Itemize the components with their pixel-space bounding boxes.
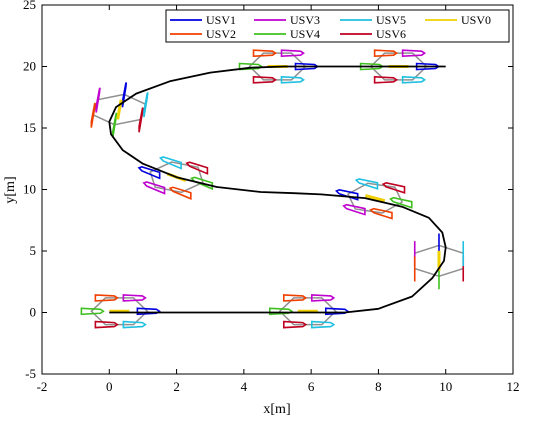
usv-marker bbox=[95, 87, 101, 113]
legend-label: USV3 bbox=[290, 13, 320, 27]
formation-hexagon bbox=[347, 182, 404, 214]
y-tick-label: 25 bbox=[23, 0, 36, 12]
usv-marker bbox=[310, 294, 336, 302]
usv-marker bbox=[121, 82, 128, 108]
legend-label: USV5 bbox=[376, 13, 406, 27]
usv0-marker bbox=[116, 99, 123, 120]
x-tick-label: 12 bbox=[507, 379, 520, 394]
y-axis-label: y[m] bbox=[3, 176, 18, 203]
usv-marker bbox=[373, 75, 399, 84]
usv-marker bbox=[401, 49, 427, 58]
usv-marker bbox=[415, 62, 441, 71]
usv-marker bbox=[122, 320, 147, 329]
formation-hexagon bbox=[278, 297, 337, 326]
usv-marker bbox=[342, 203, 366, 216]
usv-marker bbox=[143, 92, 149, 118]
usv-marker bbox=[369, 207, 393, 220]
usv-marker bbox=[94, 320, 119, 329]
usv-marker bbox=[252, 75, 277, 84]
usv-marker bbox=[252, 49, 277, 58]
legend-label: USV2 bbox=[206, 27, 236, 41]
formation-snapshot bbox=[90, 82, 149, 138]
x-tick-label: 0 bbox=[106, 379, 113, 394]
y-tick-label: 5 bbox=[30, 243, 37, 258]
x-tick-label: 4 bbox=[241, 379, 248, 394]
usv-marker bbox=[280, 75, 305, 84]
usv-marker bbox=[401, 75, 427, 84]
x-tick-label: 8 bbox=[375, 379, 382, 394]
usv-marker bbox=[282, 320, 308, 329]
usv-marker bbox=[294, 62, 319, 71]
usv0-marker bbox=[365, 194, 386, 203]
x-axis-ticks: -2 0 2 4 6 8 10 12 bbox=[37, 5, 520, 394]
plot-area bbox=[41, 4, 514, 375]
formation-hexagon bbox=[248, 52, 307, 81]
usv-marker bbox=[381, 182, 406, 194]
usv-marker bbox=[190, 176, 214, 191]
formation-hexagon bbox=[90, 297, 149, 326]
usv-marker bbox=[138, 107, 144, 133]
usv-marker bbox=[94, 294, 119, 302]
usv-marker bbox=[310, 320, 336, 329]
legend-label: USV6 bbox=[376, 27, 406, 41]
usv-marker bbox=[137, 166, 161, 180]
usv-marker bbox=[280, 49, 305, 58]
usv-marker bbox=[282, 294, 308, 302]
usv-marker bbox=[159, 156, 182, 170]
y-tick-label: 10 bbox=[23, 182, 36, 197]
legend-label: USV1 bbox=[206, 13, 236, 27]
formation-snapshot bbox=[334, 178, 413, 220]
usv-marker bbox=[122, 294, 147, 302]
usv-marker bbox=[168, 186, 192, 200]
usv-marker bbox=[80, 307, 105, 316]
usv-marker bbox=[90, 102, 96, 128]
x-tick-label: 2 bbox=[173, 379, 180, 394]
usv-marker bbox=[389, 196, 413, 209]
usv-marker bbox=[185, 161, 209, 175]
usv-marker bbox=[354, 178, 379, 190]
usv-marker bbox=[359, 62, 385, 71]
legend-box bbox=[165, 9, 510, 43]
trajectory-group bbox=[108, 65, 447, 314]
legend-label: USV4 bbox=[290, 27, 320, 41]
x-tick-label: 10 bbox=[439, 379, 452, 394]
y-axis-ticks: -5 0 5 10 15 20 25 bbox=[23, 0, 513, 381]
x-tick-label: 6 bbox=[308, 379, 315, 394]
y-tick-label: -5 bbox=[25, 366, 36, 381]
usv-marker bbox=[334, 188, 359, 201]
y-tick-label: 15 bbox=[23, 120, 36, 135]
formation-hexagon bbox=[149, 161, 204, 194]
usv-marker bbox=[373, 49, 399, 58]
y-tick-label: 20 bbox=[23, 59, 36, 74]
legend-label: USV0 bbox=[461, 13, 491, 27]
x-tick-label: -2 bbox=[37, 379, 48, 394]
y-tick-label: 0 bbox=[30, 305, 37, 320]
trajectory-line bbox=[108, 65, 447, 314]
usv-marker bbox=[142, 181, 166, 195]
x-axis-label: x[m] bbox=[263, 402, 290, 417]
